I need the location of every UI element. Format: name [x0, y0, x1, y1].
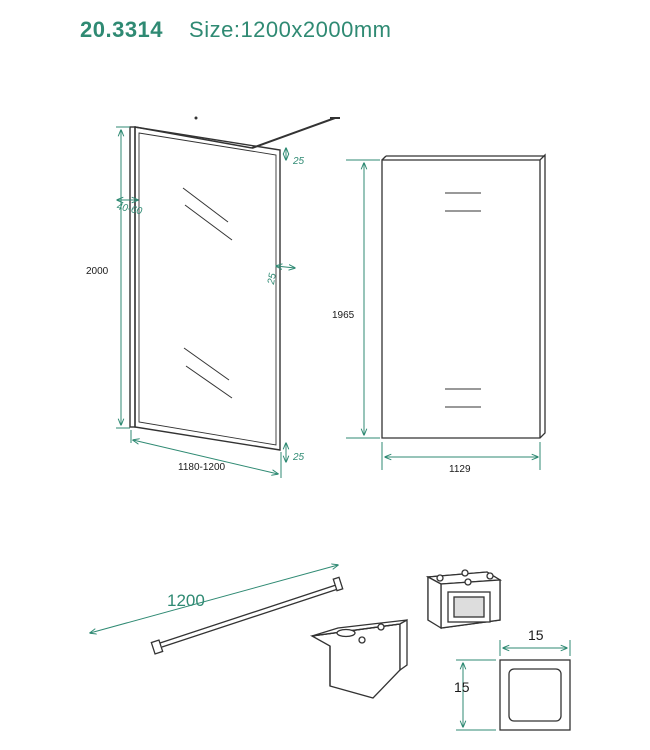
glass-reflection-mark — [182, 187, 229, 223]
front-height-label: 2000 — [86, 266, 109, 277]
connector-block-drawing — [425, 569, 503, 630]
product-size: Size:1200x2000mm — [189, 17, 392, 42]
header: 20.3314 Size:1200x2000mm — [80, 14, 391, 46]
glass-panel-outline — [134, 126, 281, 451]
flat-width-label: 1129 — [449, 464, 471, 475]
bar-length-dimension-line — [90, 565, 338, 633]
wall-profile — [129, 126, 136, 428]
front-panel-drawing — [129, 116, 340, 451]
bar-end-cap — [150, 639, 164, 655]
wall-bracket-drawing — [309, 618, 408, 699]
glass-reflection-mark — [185, 365, 233, 399]
stabilizer-bar-drawing — [150, 576, 344, 655]
width-dimension-line — [133, 440, 278, 474]
flat-panel-dimensions — [346, 159, 541, 470]
flat-panel-drawing — [381, 153, 546, 439]
product-code: 20.3314 — [80, 17, 164, 42]
stabilizer-arm — [251, 117, 336, 149]
top-offset-label: 25 — [292, 156, 305, 167]
front-width-label: 1180-1200 — [178, 462, 226, 473]
flat-panel-outline — [381, 153, 546, 439]
bar-end-cap — [332, 576, 344, 592]
front-panel-dimensions — [116, 126, 295, 478]
wall-gap-label: 40-60 — [116, 201, 144, 217]
profile-section-drawing — [499, 659, 571, 731]
mid-offset-label: 25 — [266, 272, 279, 286]
bottom-offset-label: 25 — [292, 452, 305, 463]
profile-height-label: 15 — [454, 679, 470, 695]
flat-height-label: 1965 — [332, 310, 355, 321]
glass-reflection-mark — [184, 204, 233, 241]
bar-length-label: 1200 — [167, 591, 205, 610]
glass-panel-inner — [138, 132, 277, 446]
profile-width-label: 15 — [528, 627, 544, 643]
profile-dimensions — [456, 640, 571, 731]
glass-reflection-mark — [183, 347, 230, 381]
